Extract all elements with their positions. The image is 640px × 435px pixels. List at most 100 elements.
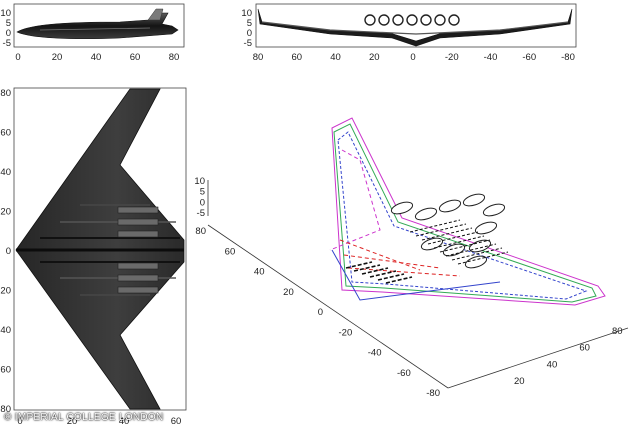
top-view-y-tick-label: 60	[0, 128, 11, 139]
front-view-x-tick-label: -60	[522, 52, 536, 63]
structure-line	[451, 247, 503, 261]
engine-cylinder	[462, 193, 486, 207]
top-view-y-tick-label: 40	[0, 167, 11, 178]
structure-line	[345, 261, 373, 269]
engine-cylinder	[420, 237, 444, 251]
copyright-credit: © IMPERIAL COLLEGE LONDON	[4, 412, 164, 423]
engine-intake	[448, 14, 460, 26]
front-view-x-tick-label: -40	[484, 52, 498, 63]
top-view-y-tick-label: -60	[0, 365, 11, 376]
top-view-x-tick-label: 60	[171, 416, 182, 427]
isometric-y-tick-label: 80	[195, 226, 206, 237]
front-view-x-tick-label: -80	[561, 52, 575, 63]
top-view-engines	[117, 206, 159, 294]
engine-cylinder	[438, 199, 462, 213]
engine-nacelle	[117, 230, 159, 238]
engine-cylinder	[390, 201, 414, 215]
front-view-x-tick-label: -20	[445, 52, 459, 63]
isometric-axes	[207, 180, 629, 389]
top-view-x-tick-label: 0	[17, 416, 22, 427]
structure-line	[421, 227, 473, 241]
structure-line	[377, 273, 405, 281]
structure-line	[433, 235, 485, 249]
structure-line	[385, 276, 413, 284]
isometric-y-tick-label: -60	[397, 368, 411, 379]
isometric-z-tick-label: -5	[197, 208, 205, 219]
top-view-y-tick-label: 80	[0, 88, 11, 99]
engine-intake	[392, 14, 404, 26]
engine-intake	[364, 14, 376, 26]
engine-intake	[420, 14, 432, 26]
front-view-x-tick-label: 80	[253, 52, 264, 63]
side-view-y-tick-label: 10	[0, 8, 11, 19]
engine-nacelle	[117, 262, 159, 270]
side-view-x-tick-label: 0	[15, 52, 20, 63]
top-view-y-tick-label: 20	[0, 207, 11, 218]
engine-cylinder	[482, 203, 506, 217]
side-view-y-tick-label: -5	[3, 38, 11, 49]
structure-line	[409, 219, 461, 233]
isometric-y-tick-label: -80	[426, 388, 440, 399]
front-view-x-tick-label: 40	[330, 52, 341, 63]
front-view-x-tick-label: 20	[369, 52, 380, 63]
front-view-y-tick-label: 5	[247, 18, 252, 29]
structure-line	[415, 223, 467, 237]
isometric-y-tick-label: 40	[254, 267, 265, 278]
engine-cylinder	[464, 255, 488, 269]
front-view-aircraft	[257, 8, 573, 47]
structure-line	[361, 267, 389, 275]
engine-cylinder	[414, 207, 438, 221]
isometric-y-tick-label: 60	[225, 246, 236, 257]
top-view-y-tick-label: -40	[0, 325, 11, 336]
structure-line	[445, 243, 497, 257]
engine-nacelle	[117, 274, 159, 282]
engine-cylinder	[468, 239, 492, 253]
isometric-y-tick-label: 20	[283, 287, 294, 298]
isometric-y-tick-label: -40	[368, 348, 382, 359]
front-view-y-tick-label: -5	[244, 38, 252, 49]
isometric-y-tick-label: -20	[339, 327, 353, 338]
isometric-z-tick-label: 0	[200, 197, 205, 208]
isometric-x-tick-label: 80	[612, 326, 623, 337]
engine-nacelle	[117, 218, 159, 226]
side-view-y-tick-label: 5	[6, 18, 11, 29]
structure-line	[369, 270, 397, 278]
engine-nacelle	[117, 286, 159, 294]
isometric-engines	[390, 193, 506, 269]
front-view-engines	[364, 14, 460, 26]
top-view-y-tick-label: -20	[0, 286, 11, 297]
isometric-wireframe	[329, 117, 606, 306]
isometric-z-tick-label: 5	[200, 187, 205, 198]
front-view-y-tick-label: 0	[247, 28, 252, 39]
front-view-x-tick-label: 60	[291, 52, 302, 63]
top-view-y-tick-label: -80	[0, 404, 11, 415]
side-view-x-tick-label: 40	[91, 52, 102, 63]
side-view-aircraft	[16, 8, 179, 40]
engine-nacelle	[117, 206, 159, 214]
structure-line	[353, 264, 381, 272]
isometric-x-tick-label: 60	[579, 343, 590, 354]
engine-intake	[434, 14, 446, 26]
isometric-x-tick-label: 40	[547, 359, 558, 370]
front-view-frame	[255, 3, 577, 48]
engine-cylinder	[474, 221, 498, 235]
structure-line	[439, 239, 491, 253]
top-view-x-tick-label: 40	[119, 416, 130, 427]
side-view-x-tick-label: 60	[130, 52, 141, 63]
isometric-structure-lines	[345, 219, 509, 284]
side-view-x-tick-label: 80	[169, 52, 180, 63]
